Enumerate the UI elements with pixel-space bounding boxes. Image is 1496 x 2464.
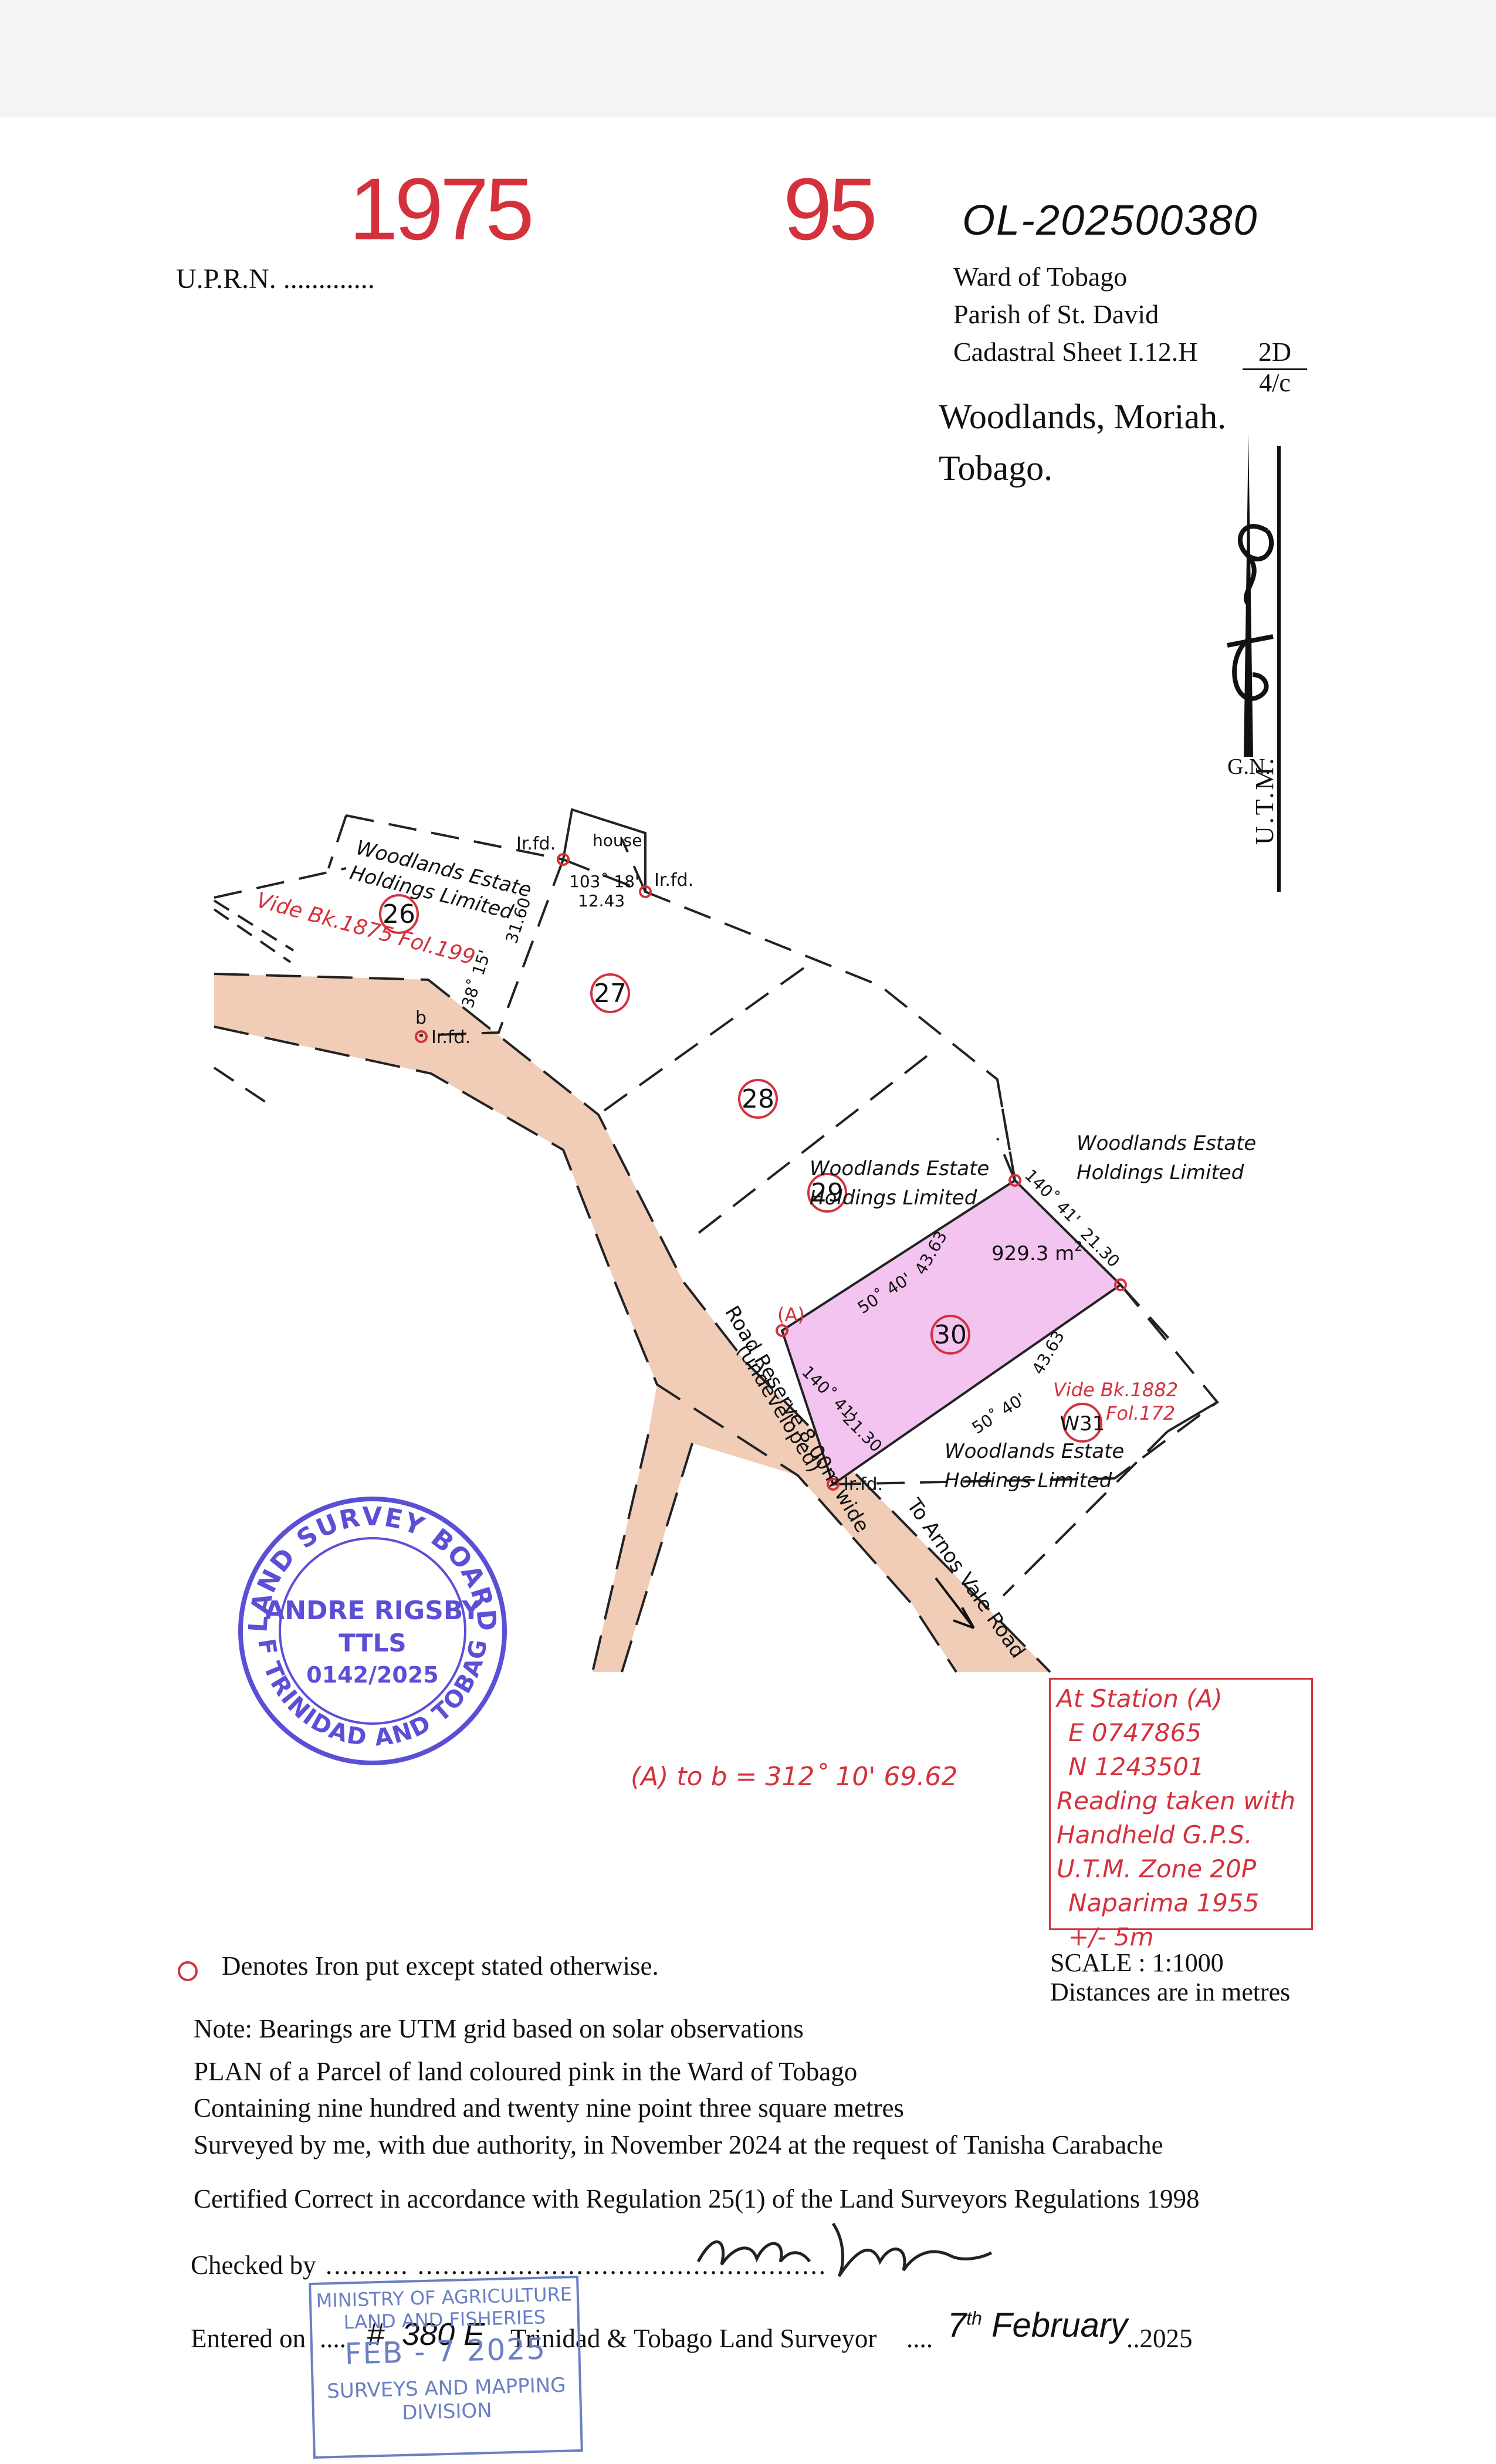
bearing-note: Note: Bearings are UTM grid based on sol…: [194, 2014, 804, 2043]
scan-edge-band: [0, 0, 1496, 117]
location-line-2: Tobago.: [939, 449, 1053, 488]
entered-number: #. 380 E: [367, 2317, 485, 2352]
stamp-surveyor-name: ANDRE RIGSBY: [265, 1596, 481, 1626]
lot-number-circles: [379, 894, 1102, 1443]
north-arrow-scroll-lower: [1232, 637, 1269, 701]
lot-28-label: 28: [742, 1084, 774, 1114]
date-suffix: th: [966, 2307, 982, 2329]
station-easting: E 0747865: [1068, 1718, 1201, 1747]
stamp-outer-ring: [238, 1497, 507, 1765]
point-a-label: (A): [777, 1304, 805, 1326]
grid-north-label: G.N.: [1227, 754, 1271, 779]
date-day: 7: [947, 2306, 967, 2344]
house-label: house: [593, 831, 642, 850]
parish-label: Parish of St. David: [953, 299, 1159, 329]
sheet-fraction-den: 4/c: [1259, 368, 1291, 397]
entered-on-label: Entered on: [191, 2324, 306, 2353]
area-description: Containing nine hundred and twenty nine …: [194, 2093, 904, 2123]
lot-29-label: 29: [811, 1178, 844, 1208]
station-northing: N 1243501: [1068, 1752, 1204, 1781]
cadastral-sheet-label: Cadastral Sheet I.12.H: [953, 337, 1198, 367]
checked-by-dots: .......... .............................…: [326, 2250, 827, 2280]
plan-description: PLAN of a Parcel of land coloured pink i…: [194, 2057, 858, 2086]
ir-fd-label-b: Ir.fd.: [431, 1027, 471, 1048]
date-dots: ....: [906, 2324, 933, 2353]
station-line-5: Handheld G.P.S.: [1057, 1820, 1253, 1849]
folio-number: 95: [783, 160, 878, 258]
ministry-date: FEB - 7 2025: [344, 2331, 547, 2371]
date-year: ..2025: [1126, 2324, 1193, 2353]
owner-label-ne-line2: Holdings Limited: [1077, 1161, 1244, 1184]
iron-pins: [415, 853, 1127, 1491]
ministry-received-stamp: MINISTRY OF AGRICULTURE LAND AND FISHERI…: [309, 2276, 583, 2459]
iron-legend-icon: [178, 1961, 198, 1981]
road-fragment-west: [213, 1067, 268, 1104]
road-edge-south: [214, 1025, 957, 1673]
land-survey-board-stamp: LAND SURVEY BOARD OF TRINIDAD AND TOBAGO…: [226, 1484, 507, 1765]
date-handwritten: 7th February: [947, 2306, 1128, 2345]
vide-1882-folio: Fol.172: [1106, 1402, 1175, 1424]
survey-statement: Surveyed by me, with due authority, in N…: [194, 2130, 1163, 2160]
checked-by-label: Checked by: [191, 2250, 316, 2280]
vide-1882-label: Vide Bk.1882: [1053, 1379, 1178, 1401]
lot-w31-label: W31: [1060, 1412, 1105, 1436]
point-b-label: b: [415, 1008, 427, 1028]
station-utm-zone: U.T.M. Zone 20P: [1057, 1854, 1257, 1883]
date-month: February: [991, 2306, 1128, 2344]
lot-27-label: 27: [594, 979, 627, 1008]
north-arrow-scroll-upper: [1238, 524, 1274, 606]
stamp-licence-number: 0142/2025: [306, 1662, 438, 1688]
road-branch-edges: [591, 1434, 693, 1673]
certification-statement: Certified Correct in accordance with Reg…: [194, 2184, 1200, 2213]
dist-1243-label: 12.43: [578, 891, 625, 911]
lot-30-label: 30: [934, 1320, 967, 1350]
road-edge-north: [214, 973, 1051, 1673]
stamp-surveyor-title: TTLS: [339, 1629, 406, 1657]
reference-number: OL-202500380: [962, 197, 1258, 244]
location-line-1: Woodlands, Moriah.: [939, 397, 1227, 436]
uprn-label: U.P.R.N. .............: [176, 263, 375, 295]
scale-label: SCALE : 1:1000: [1050, 1948, 1224, 1977]
bearing-50-40-label-south: 50˚ 40': [969, 1389, 1029, 1438]
station-info-box: At Station (A) E 0747865 N 1243501 Readi…: [1049, 1678, 1313, 1951]
surveyor-designation: Trinidad & Tobago Land Surveyor: [510, 2324, 877, 2353]
area-label: 929.3 m2: [991, 1240, 1082, 1265]
north-arrow: [1227, 434, 1281, 892]
north-arrow-crossbar: [1227, 634, 1274, 648]
station-datum: Naparima 1955: [1068, 1888, 1260, 1917]
ward-label: Ward of Tobago: [953, 262, 1128, 292]
arnos-vale-arrow: [935, 1577, 975, 1629]
ir-fd-label-1: Ir.fd.: [516, 834, 556, 854]
lot-26-label: 26: [383, 899, 415, 929]
owner-label-ne-line1: Woodlands Estate: [1077, 1132, 1256, 1155]
entered-on-dots: ....: [320, 2324, 346, 2353]
station-line-1: At Station (A): [1057, 1684, 1223, 1713]
a-to-b-traverse: (A) to b = 312˚ 10' 69.62: [631, 1762, 957, 1792]
road-reserve-area: [214, 974, 1050, 1672]
house-outline: [562, 808, 647, 892]
station-line-4: Reading taken with: [1057, 1786, 1296, 1815]
sheet-fraction-num: 2D: [1243, 336, 1307, 370]
owner-label-29-line2: Holdings Limited: [810, 1186, 977, 1210]
ir-fd-label-30: Ir.fd.: [844, 1474, 883, 1495]
surveyor-signature: [696, 2222, 993, 2277]
area-value: 929.3 m: [991, 1242, 1074, 1265]
w31-edge: [1166, 1401, 1219, 1433]
distance-units-label: Distances are in metres: [1050, 1978, 1291, 2006]
station-accuracy: +/- 5m: [1068, 1923, 1154, 1951]
area-superscript: 2: [1074, 1240, 1082, 1254]
stamp-inner-ring: [279, 1537, 466, 1725]
owner-label-w31-line1: Woodlands Estate: [945, 1440, 1124, 1463]
survey-plan: 26 27 28 29 30 W31 Woodlands Estate Hold…: [213, 808, 1256, 1792]
book-number: 1975: [349, 160, 534, 258]
iron-legend-text: Denotes Iron put except stated otherwise…: [222, 1951, 659, 1981]
owner-label-29-line1: Woodlands Estate: [810, 1157, 989, 1180]
ir-fd-label-2: Ir.fd.: [654, 870, 693, 891]
owner-label-w31-line2: Holdings Limited: [945, 1469, 1112, 1492]
west-boundary-lines: [213, 899, 295, 963]
bearing-103-label: 103˚ 18': [569, 872, 639, 891]
